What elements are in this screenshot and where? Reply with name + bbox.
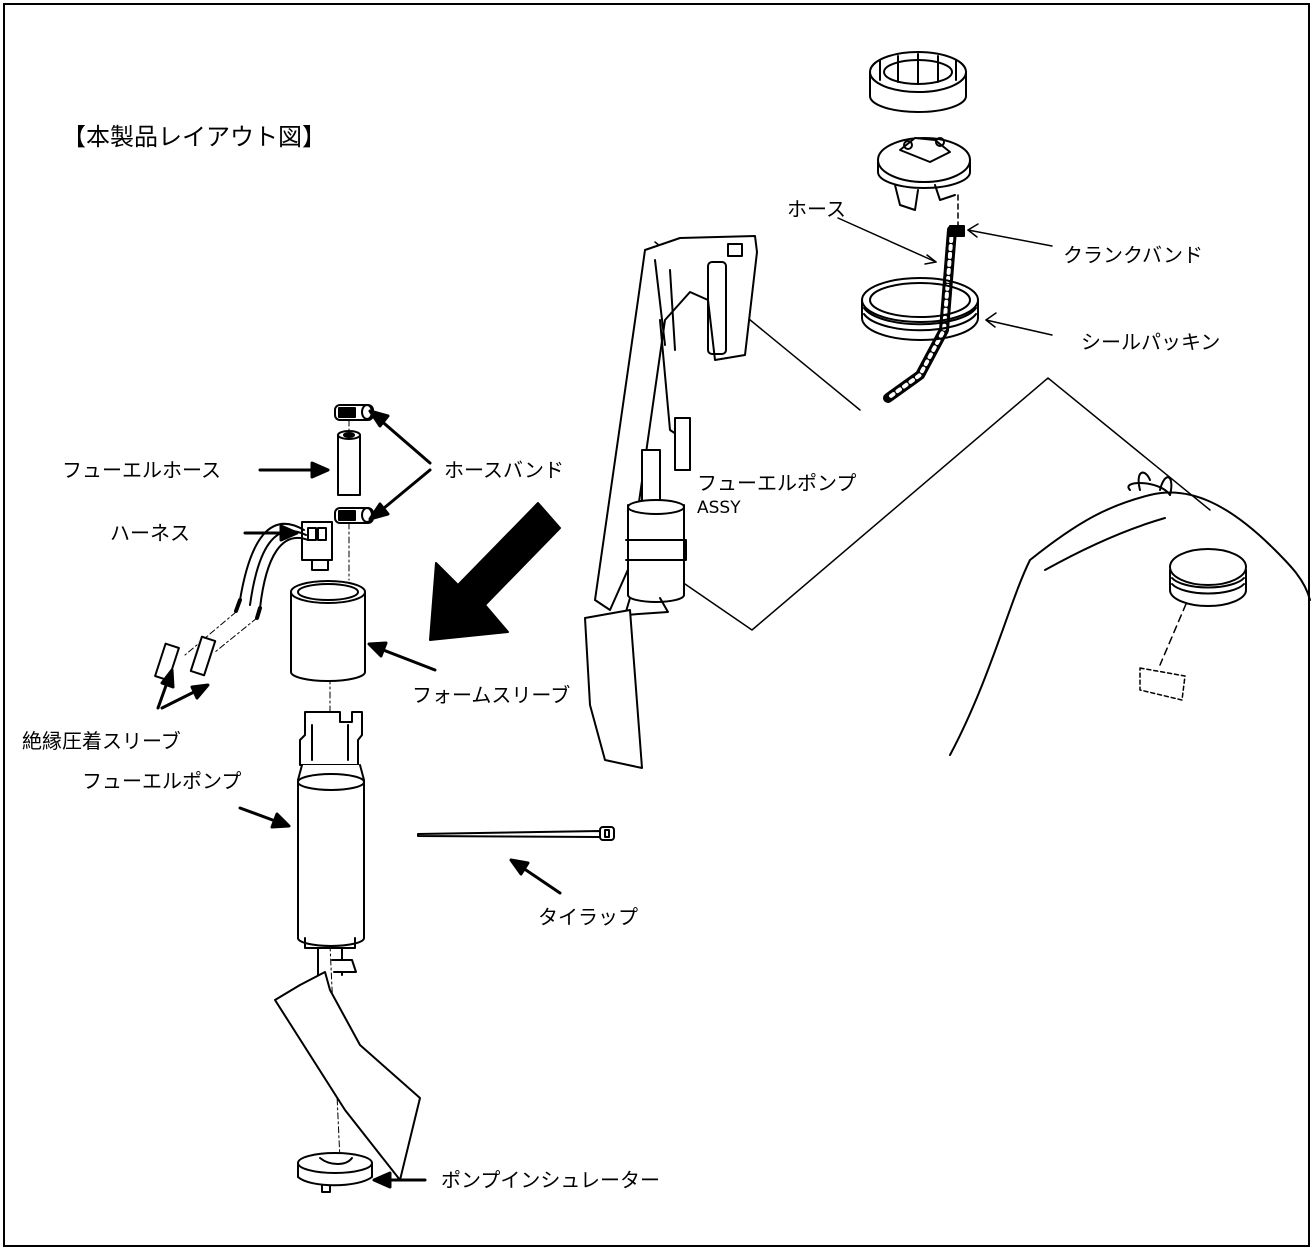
- label-harness: ハーネス: [110, 521, 190, 545]
- label-pump-insulator: ポンプインシュレーター: [441, 1168, 660, 1192]
- fuel-hose-icon: [337, 430, 361, 496]
- label-insulated-sleeve: 絶縁圧着スリーブ: [22, 729, 181, 753]
- diagram-frame: [3, 3, 1310, 1247]
- label-fuel-pump: フューエルポンプ: [82, 769, 242, 793]
- insulated-sleeve-icon: [154, 635, 217, 682]
- fuel-pump-assy-filter-icon: [584, 609, 643, 769]
- tie-wrap-icon: [417, 826, 615, 841]
- fuel-tank-outline: [949, 491, 1311, 756]
- pump-filter-icon: [274, 971, 421, 1181]
- pump-insulator-icon: [297, 1152, 373, 1193]
- foam-sleeve-icon: [290, 580, 366, 682]
- diagram-title: 【本製品レイアウト図】: [62, 123, 326, 151]
- hose-band-top-icon: [334, 404, 374, 421]
- label-hose-band: ホースバンド: [444, 458, 564, 482]
- lock-ring-icon: [869, 51, 967, 113]
- fuel-pump-icon: [297, 711, 365, 976]
- label-fuel-pump-assy-suffix: ASSY: [697, 498, 741, 518]
- leader-lines: [837, 217, 1053, 336]
- pump-cover-icon: [877, 137, 971, 211]
- label-fuel-pump-assy: フューエルポンプ: [697, 471, 857, 495]
- label-fuel-hose: フューエルホース: [62, 458, 221, 482]
- label-clamp-band: クランクバンド: [1063, 243, 1203, 267]
- label-hose: ホース: [787, 197, 846, 221]
- harness-icon: [234, 521, 333, 620]
- label-tie-wrap: タイラップ: [538, 905, 638, 929]
- hose-band-bottom-icon: [334, 507, 374, 524]
- label-foam-sleeve: フォームスリーブ: [412, 683, 571, 707]
- fuel-pump-assy-icon: [594, 235, 758, 616]
- callout-arrows: [156, 409, 562, 1189]
- assembly-direction-arrow: [429, 502, 561, 641]
- label-seal-packing: シールパッキン: [1081, 330, 1221, 354]
- seal-packing-icon: [861, 277, 979, 341]
